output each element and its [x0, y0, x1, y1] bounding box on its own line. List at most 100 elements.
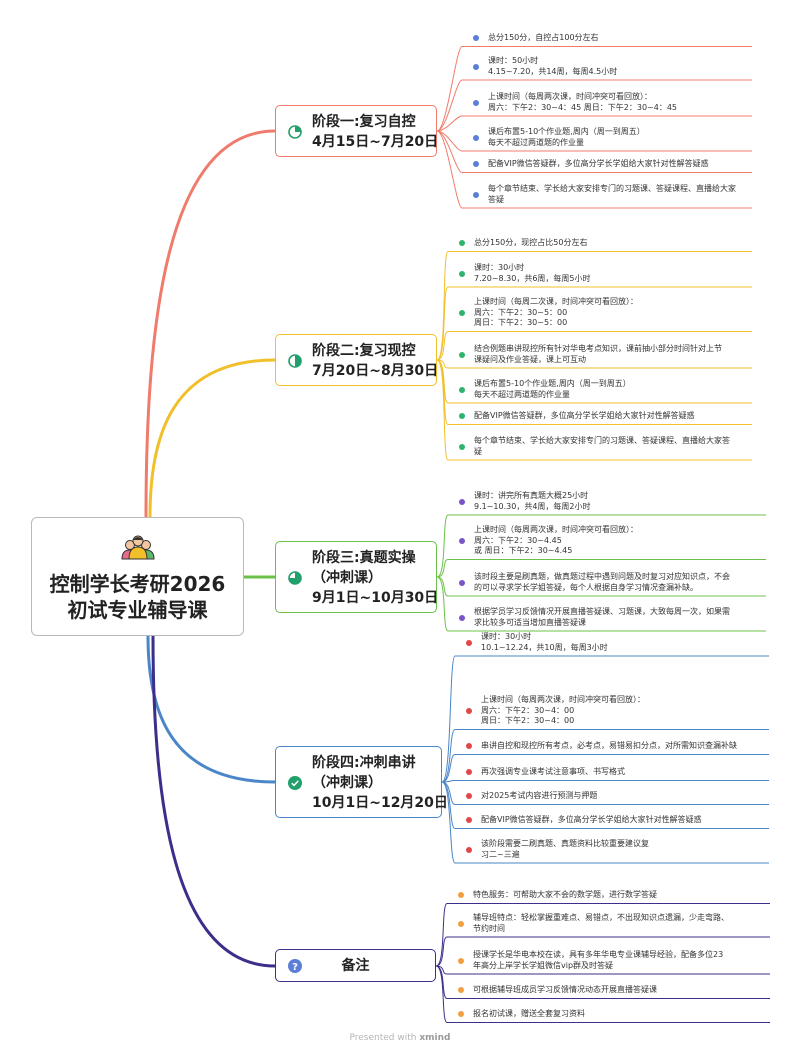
leaf-text-line: 上课时间（每周两次课，时间冲突可看回放）：: [488, 92, 652, 101]
bullet-dot: [459, 240, 465, 247]
leaf-topic[interactable]: 串讲自控和现控所有考点，必考点，易错易扣分点，对所需知识查漏补缺: [481, 741, 737, 752]
leaf-topic[interactable]: 配备VIP微信答疑群，多位高分学长学姐给大家针对性解答疑惑: [474, 411, 695, 422]
leaf-topic[interactable]: 上课时间（每周两次课，时间冲突可看回放）： 周六：下午2：30~4：00 周日：…: [481, 695, 645, 727]
branch-label: 阶段三:真题实操（冲刺课）9月1日~10月30日: [312, 550, 439, 606]
leaf-text-line: 课时：讲完所有真题大概25小时: [474, 491, 589, 500]
leaf-topic[interactable]: 每个章节结束、学长给大家安排专门的习题课、答疑课程、直播给大家答疑: [488, 184, 736, 205]
leaf-text-line: 上课时间（每周两次课，时间冲突可看回放）：: [474, 525, 638, 534]
leaf-text-line: 每个章节结束、学长给大家安排专门的习题课、答疑课程、直播给大家答: [474, 436, 730, 445]
bullet-dot: [466, 639, 472, 646]
bullet-dot: [466, 707, 472, 714]
bullet-dot: [458, 892, 464, 899]
leaf-text-line: 对2025考试内容进行预测与押题: [481, 791, 598, 800]
leaf-text-line: 根据学员学习反馈情况开展直播答疑课、习题课，大致每周一次，如果需: [474, 607, 730, 616]
leaf-text-line: 节约时间: [473, 923, 505, 933]
leaf-text-line: 9.1~10.30，共4周，每周2小时: [474, 501, 591, 511]
leaf-connector: [441, 754, 769, 783]
leaf-text-line: 配备VIP微信答疑群，多位高分学长学姐给大家针对性解答疑惑: [488, 159, 709, 168]
leaf-topic[interactable]: 课后布置5-10个作业题,周内（周一到周五）每天不超过两道题的作业量: [488, 127, 645, 148]
leaf-text-line: 课时：30小时: [481, 632, 532, 641]
leaf-topic[interactable]: 该阶段需要二刷真题、真题资料比较重要建议复习二~三遍: [481, 839, 649, 860]
bullet-dot: [459, 413, 465, 420]
leaf-text-line: 总分150分，自控占100分左右: [488, 33, 599, 42]
leaf-text-line: 再次强调专业课考试注意事项、书写格式: [481, 767, 625, 776]
branch-stage-3[interactable]: 阶段三:真题实操（冲刺课）9月1日~10月30日: [275, 541, 439, 613]
leaf-topic[interactable]: 特色服务：可帮助大家不会的数学题，进行数学答疑: [473, 890, 657, 901]
leaf-text-line: 周六：下午2：30~4：00: [481, 705, 575, 715]
leaf-text-line: 串讲自控和现控所有考点，必考点，易错易扣分点，对所需知识查漏补缺: [481, 741, 737, 750]
progress-quarter-icon: [288, 125, 302, 139]
leaf-topic[interactable]: 该时段主要是刷真题，做真题过程中遇到问题及时复习对应知识点，不会的可以寻求学长学…: [474, 572, 730, 593]
leaf-topic[interactable]: 配备VIP微信答疑群，多位高分学长学姐给大家针对性解答疑惑: [481, 815, 702, 826]
leaf-text-line: 周六：下午2：30~4.45: [474, 535, 562, 545]
central-topic[interactable]: 控制学长考研2026 初试专业辅导课: [31, 517, 244, 636]
leaf-text-line: 周日：下午2：30~4：00: [481, 716, 575, 725]
leaf-connector: [441, 729, 769, 783]
branch-stage-4[interactable]: 阶段四:冲刺串讲（冲刺课）10月1日~12月20日: [275, 746, 448, 818]
leaf-connector: [436, 251, 752, 361]
bullet-dot: [466, 769, 472, 776]
leaf-text-line: 上课时间（每周两次课，时间冲突可看回放）：: [481, 695, 645, 704]
leaf-text-line: 疑: [474, 446, 482, 456]
leaf-topic[interactable]: 对2025考试内容进行预测与押题: [481, 791, 597, 802]
bullet-dot: [473, 99, 479, 106]
branch-notes[interactable]: ? 备注: [275, 949, 436, 982]
leaf-connector: [435, 903, 770, 967]
leaf-topic[interactable]: 再次强调专业课考试注意事项、书写格式: [481, 767, 625, 778]
leaf-text-line: 总分150分，现控占比50分左右: [474, 238, 588, 247]
leaf-text-line: 课时：30小时: [474, 263, 525, 272]
leaf-text-line: 周日：下午2：30~5：00: [474, 318, 568, 327]
leaf-connector: [441, 780, 769, 783]
leaf-topic[interactable]: 课后布置5-10个作业题,周内（周一到周五）每天不超过两道题的作业量: [474, 379, 631, 400]
bullet-dot: [459, 443, 465, 450]
bullet-dot: [459, 537, 465, 544]
leaf-text-line: 授课学长是华电本校在读，具有多年华电专业课辅导经验，配备多位23: [473, 950, 724, 959]
leaf-connector: [436, 115, 752, 132]
leaf-text-line: 的可以寻求学长学姐答疑，每个人根据自身学习情况查漏补缺。: [474, 582, 698, 592]
leaf-topic[interactable]: 课时：讲完所有真题大概25小时 9.1~10.30，共4周，每周2小时: [474, 491, 591, 512]
leaf-topic[interactable]: 上课时间（每周两次课，时间冲突可看回放）： 周六：下午2：30~4.45 或 周…: [474, 525, 638, 557]
leaf-topic[interactable]: 每个章节结束、学长给大家安排专门的习题课、答疑课程、直播给大家答疑: [474, 436, 730, 457]
branch-connector: [146, 635, 276, 784]
bullet-dot: [459, 270, 465, 277]
leaf-topic[interactable]: 上课时间（每周两次课，时间冲突可看回放）： 周六：下午2：30~4：45 周日：…: [488, 92, 677, 113]
bullet-dot: [473, 161, 479, 168]
leaf-text-line: 课疑问及作业答疑，课上可互动: [474, 354, 586, 364]
leaf-topic[interactable]: 根据学员学习反馈情况开展直播答疑课、习题课，大致每周一次，如果需求比较多可适当增…: [474, 607, 730, 628]
leaf-topic[interactable]: 结合例题串讲现控所有针对华电考点知识，课前抽小部分时间针对上节课疑问及作业答疑，…: [474, 344, 722, 365]
leaf-topic[interactable]: 上课时间（每周二次课，时间冲突可看回放）： 周六：下午2：30~5：00 周日：…: [474, 297, 638, 329]
bullet-dot: [473, 191, 479, 198]
bullet-dot: [459, 309, 465, 316]
bullet-dot: [459, 351, 465, 358]
leaf-text-line: 课后布置5-10个作业题,周内（周一到周五）: [488, 127, 645, 136]
leaf-topic[interactable]: 报名初试课，赠送全套复习资料: [473, 1009, 585, 1020]
leaf-topic[interactable]: 可根据辅导班成员学习反馈情况动态开展直播答疑课: [473, 985, 657, 996]
leaf-connector: [436, 130, 752, 173]
leaf-topic[interactable]: 配备VIP微信答疑群，多位高分学长学姐给大家针对性解答疑惑: [488, 159, 709, 170]
branch-label: 阶段四:冲刺串讲（冲刺课）10月1日~12月20日: [312, 755, 448, 811]
leaf-text-line: 报名初试课，赠送全套复习资料: [473, 1009, 585, 1018]
leaf-connector: [436, 359, 752, 425]
leaf-connector: [435, 936, 770, 967]
leaf-text-line: 求比较多可适当增加直播答疑课: [474, 617, 586, 627]
leaf-text-line: 7.20~8.30，共6周，每周5小时: [474, 273, 591, 283]
leaf-topic[interactable]: 辅导班特点：轻松掌握重难点、易错点，不出现知识点遗漏，少走弯路、节约时间: [473, 913, 729, 934]
leaf-connector: [436, 46, 752, 132]
leaf-connector: [436, 359, 752, 461]
branch-connector: [148, 358, 276, 518]
leaf-topic[interactable]: 总分150分，自控占100分左右: [488, 33, 599, 44]
leaf-topic[interactable]: 总分150分，现控占比50分左右: [474, 238, 587, 249]
leaf-connector: [436, 286, 752, 361]
bullet-dot: [473, 63, 479, 70]
leaf-text-line: 或 周日：下午2：30~4.45: [474, 546, 573, 555]
svg-text:?: ?: [292, 962, 298, 973]
leaf-text-line: 课后布置5-10个作业题,周内（周一到周五）: [474, 379, 631, 388]
